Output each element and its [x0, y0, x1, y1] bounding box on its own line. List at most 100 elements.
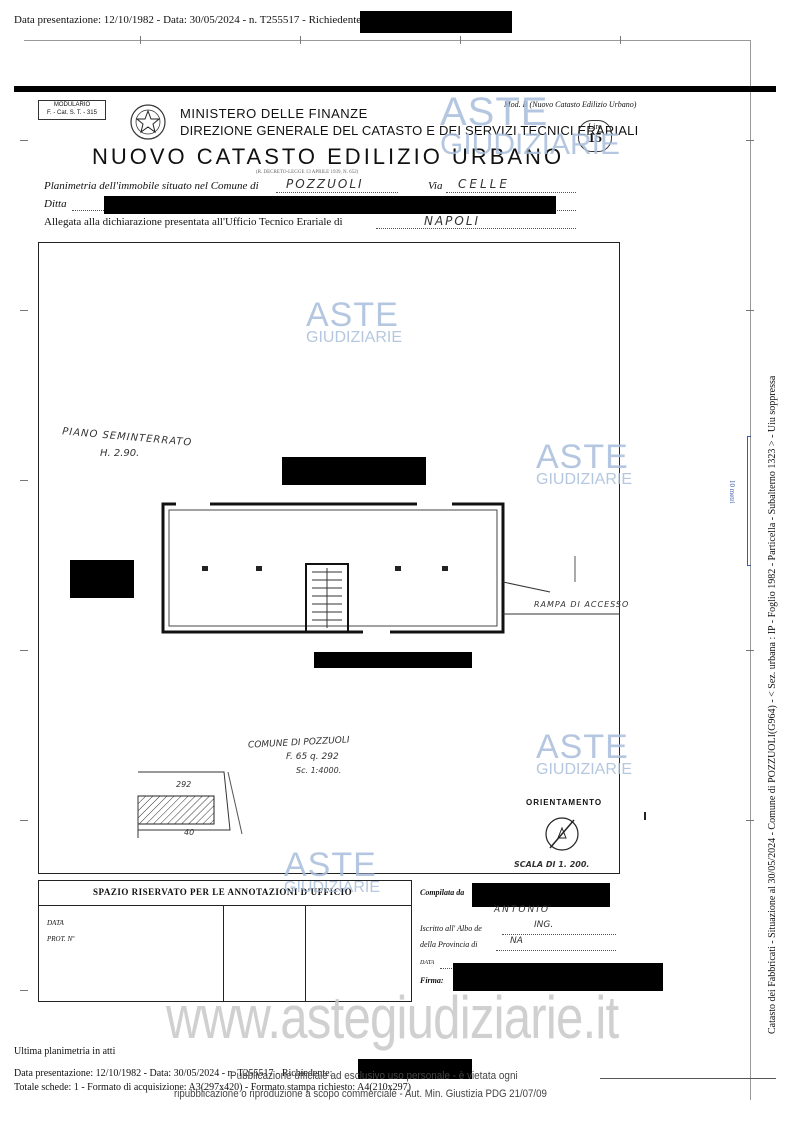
annotation-prot-label: PROT. Nº	[47, 935, 75, 943]
footer-line	[600, 1078, 776, 1079]
parcel-sketch	[137, 771, 243, 838]
margin-tick	[20, 480, 28, 481]
watermark-url: www.astegiudiziarie.it	[166, 984, 619, 1051]
margin-tick	[140, 36, 141, 44]
republic-emblem-icon	[130, 104, 166, 140]
redacted-owner	[104, 196, 556, 214]
form-main-title: NUOVO CATASTO EDILIZIO URBANO	[92, 144, 565, 169]
north-arrow-icon	[545, 817, 579, 851]
via-value: CELLE	[458, 177, 510, 191]
ufficio-dotline	[376, 228, 576, 229]
annotation-title: SPAZIO RISERVATO PER LE ANNOTAZIONI D'UF…	[93, 887, 353, 897]
ufficio-value: NAPOLI	[424, 214, 481, 228]
ministry-title: MINISTERO DELLE FINANZE	[180, 106, 368, 121]
via-dotline	[446, 192, 576, 193]
watermark-logo-3: ASTE GIUDIZIARIE	[536, 440, 632, 488]
margin-tick	[746, 820, 754, 821]
floor-height-label: H. 2.90.	[100, 448, 140, 459]
model-label: Mod. B (Nuovo Catasto Edilizio Urbano)	[504, 100, 637, 109]
watermark-logo-4: ASTE GIUDIZIARIE	[536, 730, 632, 778]
direction-title: DIREZIONE GENERALE DEL CATASTO E DEI SER…	[180, 123, 639, 138]
footer-data-line: Data presentazione: 12/10/1982 - Data: 3…	[14, 1068, 333, 1079]
iscritto-dotline	[502, 934, 616, 935]
watermark-aste: ASTE	[284, 846, 377, 884]
ditta-label: Ditta	[44, 198, 67, 210]
margin-tick	[620, 36, 621, 44]
top-thick-bar	[14, 86, 776, 92]
side-bracket	[747, 436, 751, 566]
redacted-requester	[360, 11, 512, 33]
redacted-plan-label	[282, 457, 426, 485]
watermark-giudiziarie: GIUDIZIARIE	[306, 329, 403, 346]
watermark-logo-1: ASTE GIUDIZIARIE	[440, 92, 620, 160]
footer-ultima: Ultima planimetria in atti	[14, 1046, 116, 1057]
parcel-side: 40	[184, 828, 195, 837]
watermark-giudiziarie: GIUDIZIARIE	[440, 128, 621, 161]
revenue-stamp: Lire 15	[578, 120, 612, 152]
compilata-data-label: DATA	[420, 960, 435, 966]
watermark-aste: ASTE	[440, 90, 549, 134]
redacted-signature	[453, 963, 663, 991]
header-line: Data presentazione: 12/10/1982 - Data: 3…	[14, 14, 365, 26]
plan-frame	[38, 242, 620, 874]
margin-tick	[20, 990, 28, 991]
iscritto-label: Iscritto all' Albo de	[420, 924, 482, 933]
redacted-compiler	[472, 883, 610, 907]
side-bracket-label: 10 metri	[728, 480, 736, 504]
small-mark	[644, 812, 646, 820]
watermark-aste: ASTE	[536, 728, 629, 766]
decree-note: (R. DECRETO-LEGGE 13 APRILE 1939, N. 652…	[256, 170, 359, 175]
margin-tick	[746, 310, 754, 311]
margin-tick	[20, 310, 28, 311]
comune-note-line2: F. 65 q. 292	[286, 752, 339, 762]
stamp-lire-label: Lire	[588, 122, 602, 131]
margin-tick	[746, 140, 754, 141]
redacted-footer-requester	[358, 1059, 472, 1079]
watermark-giudiziarie: GIUDIZIARIE	[284, 879, 381, 896]
compilata-label: Compilata da	[420, 888, 465, 897]
ramp-label: RAMPA DI ACCESSO	[534, 600, 630, 609]
orientation-label: ORIENTAMENTO	[526, 798, 603, 807]
allegata-label: Allegata alla dichiarazione presentata a…	[44, 216, 343, 228]
compilata-value: ANTONIO	[494, 905, 550, 915]
stamp-value: 15	[588, 131, 602, 146]
watermark-aste: ASTE	[536, 438, 629, 476]
side-vertical-text: Catasto dei Fabbricati - Situazione al 3…	[767, 375, 778, 1034]
footer-totale-line: Totale schede: 1 - Formato di acquisizio…	[14, 1082, 411, 1093]
redacted-below-label	[314, 652, 472, 668]
footer-notice-line1: Pubblicazione ufficiale ad esclusivo uso…	[230, 1070, 518, 1082]
footer-notice-line2: ripubblicazione o riproduzione a scopo c…	[174, 1088, 547, 1100]
firma-label: Firma:	[420, 976, 444, 985]
annotation-title-divider	[39, 905, 411, 906]
provincia-dotline	[496, 950, 616, 951]
scale-label: SCALA DI 1. 200.	[514, 860, 590, 869]
provincia-label: della Provincia di	[420, 940, 478, 949]
watermark-logo-5: ASTE GIUDIZIARIE	[284, 848, 380, 896]
margin-tick	[300, 36, 301, 44]
parcel-number: 292	[176, 780, 192, 789]
margin-tick	[20, 650, 28, 651]
page-border-top	[24, 40, 750, 41]
comune-value: POZZUOLI	[286, 177, 364, 191]
page-border-right	[750, 40, 751, 1100]
annotation-col-divider-2	[305, 906, 306, 1001]
comune-note-line3: Sc. 1:4000.	[296, 766, 342, 775]
provincia-value: NA	[510, 936, 523, 946]
planimetria-label: Planimetria dell'immobile situato nel Co…	[44, 180, 259, 192]
annotation-col-divider-1	[223, 906, 224, 1001]
margin-tick	[20, 820, 28, 821]
annotation-data-label: DATA	[47, 919, 64, 927]
margin-tick	[746, 650, 754, 651]
watermark-logo-2: ASTE GIUDIZIARIE	[306, 298, 402, 346]
comune-dotline	[276, 192, 398, 193]
margin-tick	[460, 36, 461, 44]
modulario-label: MODULARIO	[53, 102, 91, 108]
annotation-box: SPAZIO RISERVATO PER LE ANNOTAZIONI D'UF…	[38, 880, 412, 1002]
margin-tick	[20, 140, 28, 141]
modulario-code: F. - Cat. S. T. - 315	[47, 110, 97, 116]
watermark-giudiziarie: GIUDIZIARIE	[536, 761, 633, 778]
iscritto-value: ING.	[534, 920, 554, 930]
watermark-giudiziarie: GIUDIZIARIE	[536, 471, 633, 488]
via-label: Via	[428, 180, 443, 192]
watermark-aste: ASTE	[306, 296, 399, 334]
